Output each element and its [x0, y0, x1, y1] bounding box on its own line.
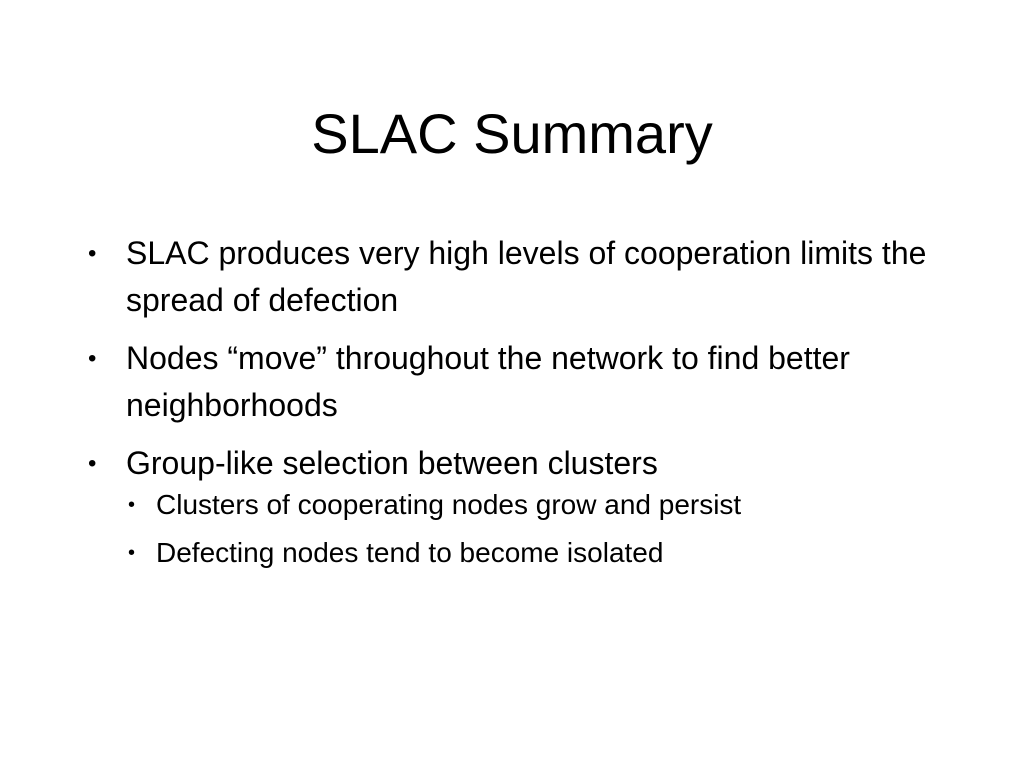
bullet-text: Nodes “move” throughout the network to f…: [126, 340, 850, 423]
sub-bullet-list: • Clusters of cooperating nodes grow and…: [126, 481, 964, 577]
bullet-item: • Nodes “move” throughout the network to…: [84, 335, 964, 429]
sub-bullet-icon: •: [128, 542, 136, 564]
sub-bullet-text: Defecting nodes tend to become isolated: [156, 537, 664, 568]
bullet-list: • SLAC produces very high levels of coop…: [84, 230, 964, 588]
sub-bullet-item: • Defecting nodes tend to become isolate…: [126, 529, 964, 577]
sub-bullet-item: • Clusters of cooperating nodes grow and…: [126, 481, 964, 529]
slide-title: SLAC Summary: [311, 102, 713, 165]
bullet-icon: •: [88, 240, 97, 267]
sub-bullet-text: Clusters of cooperating nodes grow and p…: [156, 489, 742, 520]
bullet-item: • Group-like selection between clusters …: [84, 440, 964, 577]
bullet-text: Group-like selection between clusters: [126, 445, 658, 481]
bullet-icon: •: [88, 450, 97, 477]
bullet-item: • SLAC produces very high levels of coop…: [84, 230, 964, 324]
bullet-icon: •: [88, 345, 97, 372]
bullet-text: SLAC produces very high levels of cooper…: [126, 235, 927, 318]
sub-bullet-icon: •: [128, 494, 136, 516]
